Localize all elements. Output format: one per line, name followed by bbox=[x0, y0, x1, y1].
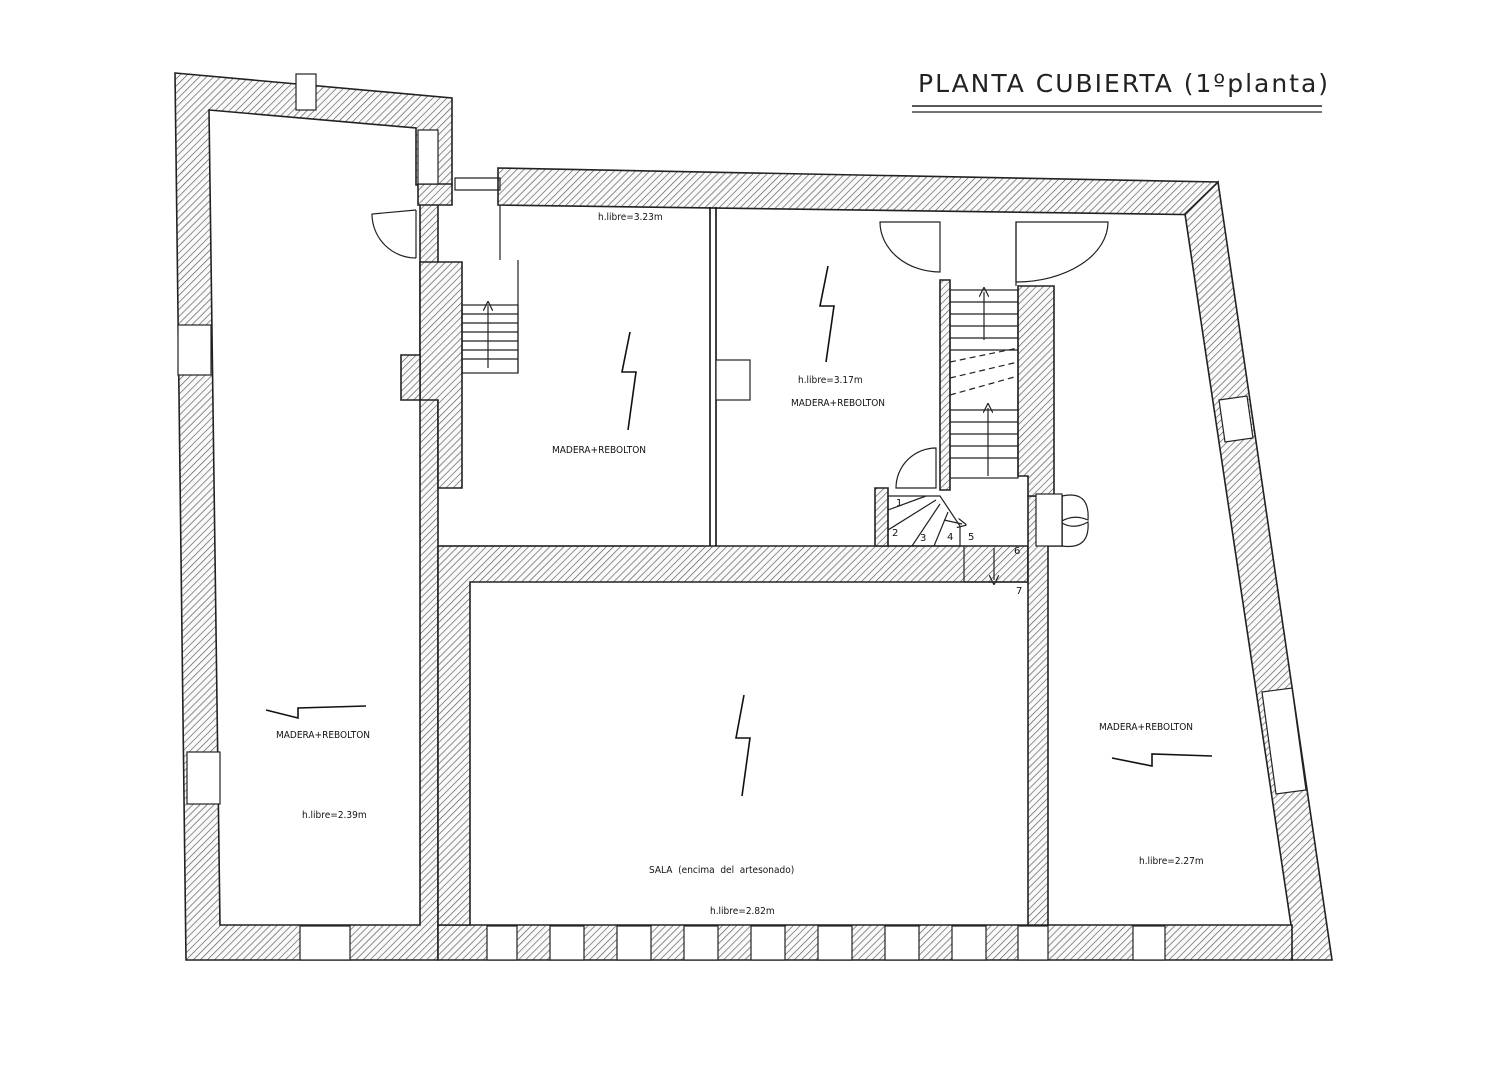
room-left: MADERA+REBOLTON h.libre=2.39m bbox=[276, 730, 370, 821]
joist-direction-icon bbox=[735, 694, 751, 797]
exterior-walls bbox=[174, 72, 1333, 961]
window-bottom-right bbox=[1132, 925, 1166, 961]
joist-direction-icon bbox=[621, 331, 637, 431]
step-numbers: 1 2 3 4 5 6 7 bbox=[892, 498, 1022, 597]
room-height-label: h.libre=2.82m bbox=[710, 906, 775, 917]
step-number: 6 bbox=[1014, 546, 1020, 557]
partitions bbox=[438, 207, 1029, 583]
step-number: 1 bbox=[896, 498, 902, 509]
joist-direction-icon bbox=[819, 265, 835, 363]
room-floor-label: MADERA+REBOLTON bbox=[791, 398, 885, 409]
step-number: 2 bbox=[892, 528, 898, 539]
room-height-label: h.libre=3.17m bbox=[798, 375, 863, 386]
doors bbox=[371, 209, 1109, 548]
room-floor-label: MADERA+REBOLTON bbox=[1099, 722, 1193, 733]
joist-arrows bbox=[265, 265, 1213, 797]
room-upper-middle: h.libre=3.23m MADERA+REBOLTON bbox=[552, 212, 663, 456]
joist-direction-icon bbox=[265, 705, 367, 720]
room-floor-label: MADERA+REBOLTON bbox=[552, 445, 646, 456]
room-height-label: h.libre=3.23m bbox=[598, 212, 663, 223]
window-top-left bbox=[295, 73, 317, 111]
room-sala: SALA (encima del artesonado) h.libre=2.8… bbox=[649, 865, 794, 917]
window-left-1 bbox=[177, 324, 212, 376]
step-number: 4 bbox=[947, 532, 953, 543]
room-floor-label: MADERA+REBOLTON bbox=[276, 730, 370, 741]
room-height-label: h.libre=2.27m bbox=[1139, 856, 1204, 867]
window-bottom-1 bbox=[299, 925, 351, 961]
window-right-2 bbox=[1261, 687, 1307, 795]
stairs-left bbox=[454, 177, 519, 374]
step-number: 3 bbox=[920, 533, 926, 544]
windows bbox=[177, 73, 1307, 961]
window-top-notch bbox=[417, 129, 439, 185]
window-bottom-row bbox=[486, 925, 1049, 961]
joist-direction-icon bbox=[1111, 753, 1213, 767]
room-upper-stair: h.libre=3.17m MADERA+REBOLTON bbox=[791, 375, 885, 409]
window-right-1 bbox=[1218, 395, 1254, 443]
room-name-label: SALA (encima del artesonado) bbox=[649, 865, 794, 876]
window-left-2 bbox=[186, 751, 221, 805]
step-number: 7 bbox=[1016, 586, 1022, 597]
room-right: MADERA+REBOLTON h.libre=2.27m bbox=[1099, 722, 1204, 867]
room-height-label: h.libre=2.39m bbox=[302, 810, 367, 821]
step-number: 5 bbox=[968, 532, 974, 543]
plan-title: PLANTA CUBIERTA (1ºplanta) bbox=[912, 69, 1330, 113]
stairs-right bbox=[887, 290, 1019, 580]
plan-title-text: PLANTA CUBIERTA (1ºplanta) bbox=[918, 69, 1330, 98]
